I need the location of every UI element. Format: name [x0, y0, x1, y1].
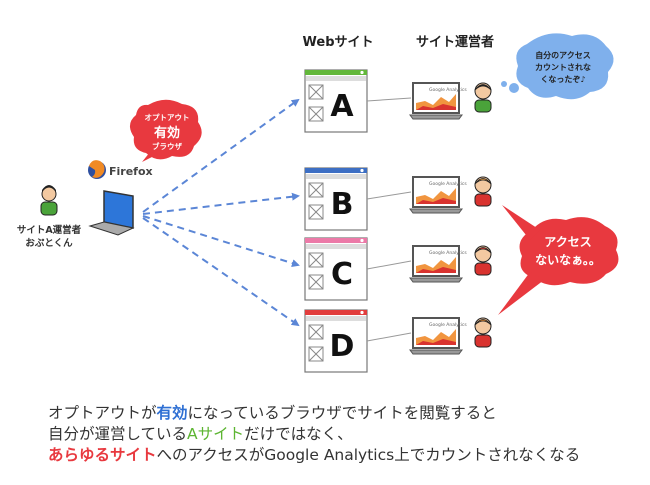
website-titlebar [305, 310, 367, 315]
optout-bubble-line1: オプトアウト [145, 112, 190, 122]
operator-c: Google Analytics [366, 245, 492, 283]
speech-bubble-line1: アクセス [544, 235, 591, 249]
website-letter: A [330, 89, 354, 124]
websites-header: Webサイト [303, 35, 374, 50]
operator-person-icon [474, 176, 492, 207]
thought-bubble [501, 33, 614, 100]
user-person-icon [40, 185, 58, 216]
optout-bubble-line3: ブラウザ [152, 141, 182, 151]
website-titlebar [305, 70, 367, 75]
analytics-label: Google Analytics [429, 250, 467, 256]
operator-person-icon [474, 317, 492, 348]
website-a: A [304, 69, 368, 133]
user-label-line2: おぷとくん [25, 238, 73, 249]
analytics-label: Google Analytics [429, 181, 467, 187]
user-label-line1: サイトA運営者 [17, 224, 82, 236]
arrow-to-site-d [142, 217, 300, 327]
firefox-icon [88, 160, 106, 179]
browser-label: Firefox [109, 165, 153, 178]
speech-bubble-line2: ないなぁ。。 [535, 253, 601, 267]
user-laptop-icon [88, 190, 135, 236]
website-c: C [304, 237, 368, 301]
operator-a: Google Analytics [366, 82, 492, 120]
website-letter: C [331, 257, 353, 292]
thought-bubble-line1: 自分のアクセス [535, 50, 591, 60]
operator-b: Google Analytics [366, 176, 492, 214]
operator-person-icon [474, 82, 492, 113]
analytics-laptop-icon: Google Analytics [409, 245, 467, 283]
analytics-laptop-icon: Google Analytics [409, 176, 467, 214]
arrow-to-site-c [142, 215, 300, 268]
caption-line-3: あらゆるサイトへのアクセスがGoogle Analytics上でカウントされなく… [48, 446, 581, 464]
caption-line-1: オプトアウトが有効になっているブラウザでサイトを閲覧すると [48, 404, 497, 422]
analytics-label: Google Analytics [429, 322, 467, 328]
optout-bubble-line2: 有効 [154, 125, 180, 141]
website-titlebar [305, 238, 367, 243]
website-d: D [304, 309, 368, 373]
operator-person-icon [474, 245, 492, 276]
analytics-laptop-icon: Google Analytics [409, 82, 467, 120]
access-arrows [142, 98, 300, 327]
caption: オプトアウトが有効になっているブラウザでサイトを閲覧すると 自分が運営しているA… [48, 403, 648, 466]
website-letter: B [331, 187, 354, 222]
website-letter: D [330, 329, 355, 364]
websites-column: A BC D [304, 69, 368, 373]
website-b: B [304, 167, 368, 231]
operators-header: サイト運営者 [416, 34, 494, 50]
arrow-to-site-a [142, 98, 300, 213]
thought-bubble-line3: くなったぞ♪ [540, 74, 585, 84]
speech-bubble [498, 205, 619, 315]
optout-bubble [129, 99, 202, 162]
arrow-to-site-b [142, 192, 300, 215]
analytics-laptop-icon: Google Analytics [409, 317, 467, 355]
thought-bubble-line2: カウントされな [535, 63, 591, 72]
caption-line-2: 自分が運営しているAサイトだけではなく、 [48, 425, 353, 443]
analytics-label: Google Analytics [429, 87, 467, 93]
operator-d: Google Analytics [366, 317, 492, 355]
website-titlebar [305, 168, 367, 173]
